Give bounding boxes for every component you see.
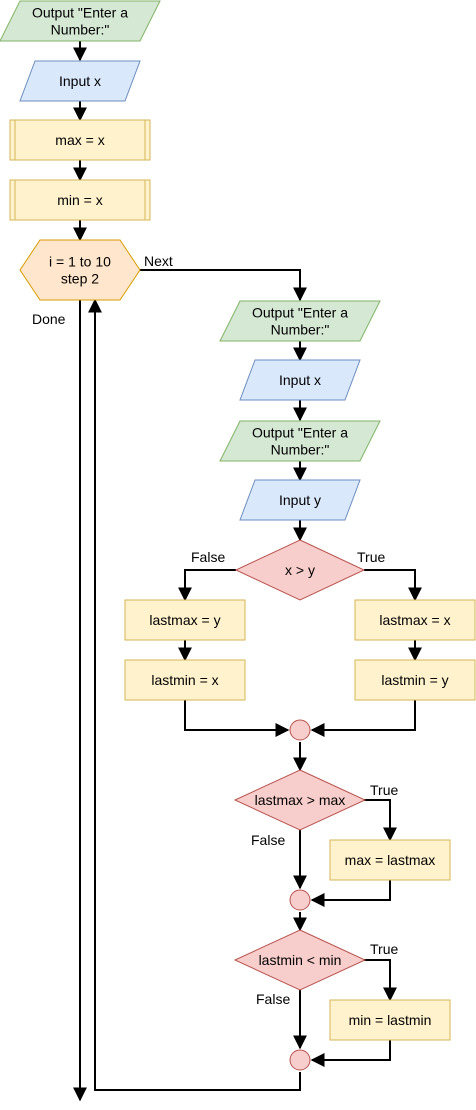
subroutine-shape (9, 179, 151, 221)
label-xy-true: True (357, 549, 385, 565)
decision-x-greater-y: x > y (234, 539, 366, 601)
node-text-line: lastmin = x (151, 672, 218, 688)
parallelogram-shape (239, 479, 361, 521)
circle-shape (289, 719, 311, 741)
label-max-false: False (251, 832, 285, 848)
subroutine-shape (9, 119, 151, 161)
node-text-line: min = x (57, 192, 103, 208)
parallelogram-shape (19, 60, 141, 102)
process-min-equals-lastmin: min = lastmin (329, 999, 451, 1041)
process-lastmin-equals-y: lastmin = y (354, 659, 476, 701)
rectangle-shape (124, 599, 246, 641)
node-text-line: min = lastmin (349, 1012, 432, 1028)
diamond-shape (234, 539, 366, 601)
process-lastmax-equals-y: lastmax = y (124, 599, 246, 641)
node-text-line: x > y (285, 562, 315, 578)
input-y: Input y (239, 479, 361, 521)
circle-shape (289, 1049, 311, 1071)
edge-xy-false (178, 569, 236, 602)
flow-edges (73, 41, 422, 1102)
label-done: Done (32, 311, 66, 327)
process-lastmin-equals-x: lastmin = x (124, 659, 246, 701)
edge-right-branch-to-join (310, 700, 416, 737)
node-text-line: step 2 (61, 271, 99, 287)
edge-set-min-to-join (310, 1040, 391, 1067)
connector-2 (289, 889, 311, 911)
node-text-line: Number:" (51, 22, 110, 38)
diamond-shape (233, 769, 367, 831)
process-lastmax-equals-x: lastmax = x (354, 599, 476, 641)
connector-1 (289, 719, 311, 741)
process-min-equals-x: min = x (9, 179, 151, 221)
node-text-line: Number:" (271, 322, 330, 338)
diamond-shape (233, 929, 367, 991)
node-text-line: max = lastmax (345, 852, 436, 868)
node-text-line: i = 1 to 10 (49, 254, 111, 270)
edge-max-true (360, 799, 397, 842)
edge-set-max-to-join (310, 880, 391, 907)
decision-lastmax-greater-max: lastmax > max (233, 769, 367, 831)
node-text-line: max = x (55, 132, 104, 148)
label-xy-false: False (191, 549, 225, 565)
input-x-1: Input x (19, 60, 141, 102)
parallelogram-shape (219, 300, 381, 342)
edge-left-branch-to-join (184, 700, 290, 737)
node-text-line: lastmax = y (149, 612, 220, 628)
circle-shape (289, 889, 311, 911)
node-text-line: Output "Enter a (252, 425, 348, 441)
label-max-true: True (370, 782, 398, 798)
node-text-line: lastmin = y (381, 672, 448, 688)
rectangle-shape (329, 839, 451, 881)
decision-lastmin-less-min: lastmin < min (233, 929, 367, 991)
rectangle-shape (354, 599, 476, 641)
parallelogram-shape (239, 359, 361, 401)
label-next: Next (144, 253, 173, 269)
process-max-equals-lastmax: max = lastmax (329, 839, 451, 881)
node-text-line: lastmax > max (255, 792, 346, 808)
connector-3 (289, 1049, 311, 1071)
node-text-line: lastmax = x (379, 612, 450, 628)
process-max-equals-x: max = x (9, 119, 151, 161)
label-min-false: False (256, 991, 290, 1007)
edge-loop-back (88, 298, 301, 1091)
node-text-line: Input y (279, 492, 321, 508)
edge-labels: Next Done False True True False True Fal… (32, 253, 398, 1007)
node-text-line: Output "Enter a (252, 305, 348, 321)
parallelogram-shape (219, 420, 381, 462)
edge-xy-true (364, 569, 422, 602)
rectangle-shape (124, 659, 246, 701)
edge-min-true (360, 959, 397, 1002)
hexagon-shape (19, 239, 141, 301)
label-min-true: True (370, 941, 398, 957)
rectangle-shape (329, 999, 451, 1041)
input-x-2: Input x (239, 359, 361, 401)
node-text-line: Output "Enter a (32, 5, 128, 21)
edge-loop-next (140, 269, 307, 302)
node-text-line: Input x (279, 372, 321, 388)
node-text-line: Input x (59, 73, 101, 89)
node-text-line: lastmin < min (259, 952, 342, 968)
node-text-line: Number:" (271, 442, 330, 458)
parallelogram-shape (0, 0, 161, 42)
rectangle-shape (354, 659, 476, 701)
